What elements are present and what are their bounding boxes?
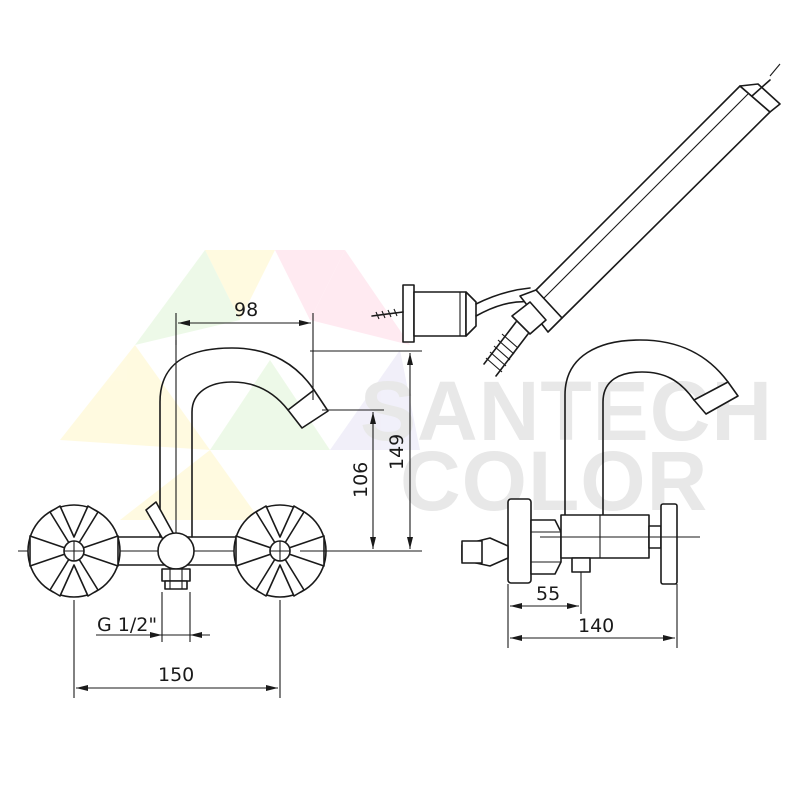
bottom-thread-connector [161, 568, 191, 590]
wall-holder [402, 284, 477, 343]
right-cross-handle-icon [233, 504, 327, 598]
hand-shower-icon [483, 79, 781, 377]
shower-reference-line [769, 63, 781, 77]
watermark-line2: COLOR [400, 434, 708, 528]
dim-140-label: 140 [578, 615, 614, 637]
dim-106-label: 106 [350, 462, 372, 498]
hex-nut-icon [530, 519, 562, 575]
watermark: SANTECH COLOR [60, 250, 772, 528]
screw-icon [371, 308, 404, 320]
side-spout [564, 339, 739, 516]
dim-55-label: 55 [536, 583, 560, 605]
front-view [18, 340, 345, 598]
dim-149-label: 149 [386, 434, 408, 470]
side-bottom-nozzle [571, 557, 591, 573]
hose-upper [475, 287, 531, 305]
dim-thread-label: G 1/2" [97, 614, 157, 636]
dim-150-label: 150 [158, 664, 194, 686]
front-dimensions: 98 149 106 G 1/2" 150 [73, 299, 422, 698]
inlet-connector [461, 537, 509, 567]
left-cross-handle-icon [27, 504, 121, 598]
front-spout [159, 340, 329, 540]
side-dimensions: 55 140 [507, 572, 678, 648]
shower-set [371, 63, 781, 377]
wall-flange [507, 498, 532, 584]
diverter-lever [145, 501, 195, 570]
side-view [461, 339, 739, 585]
dim-98-label: 98 [234, 299, 258, 321]
